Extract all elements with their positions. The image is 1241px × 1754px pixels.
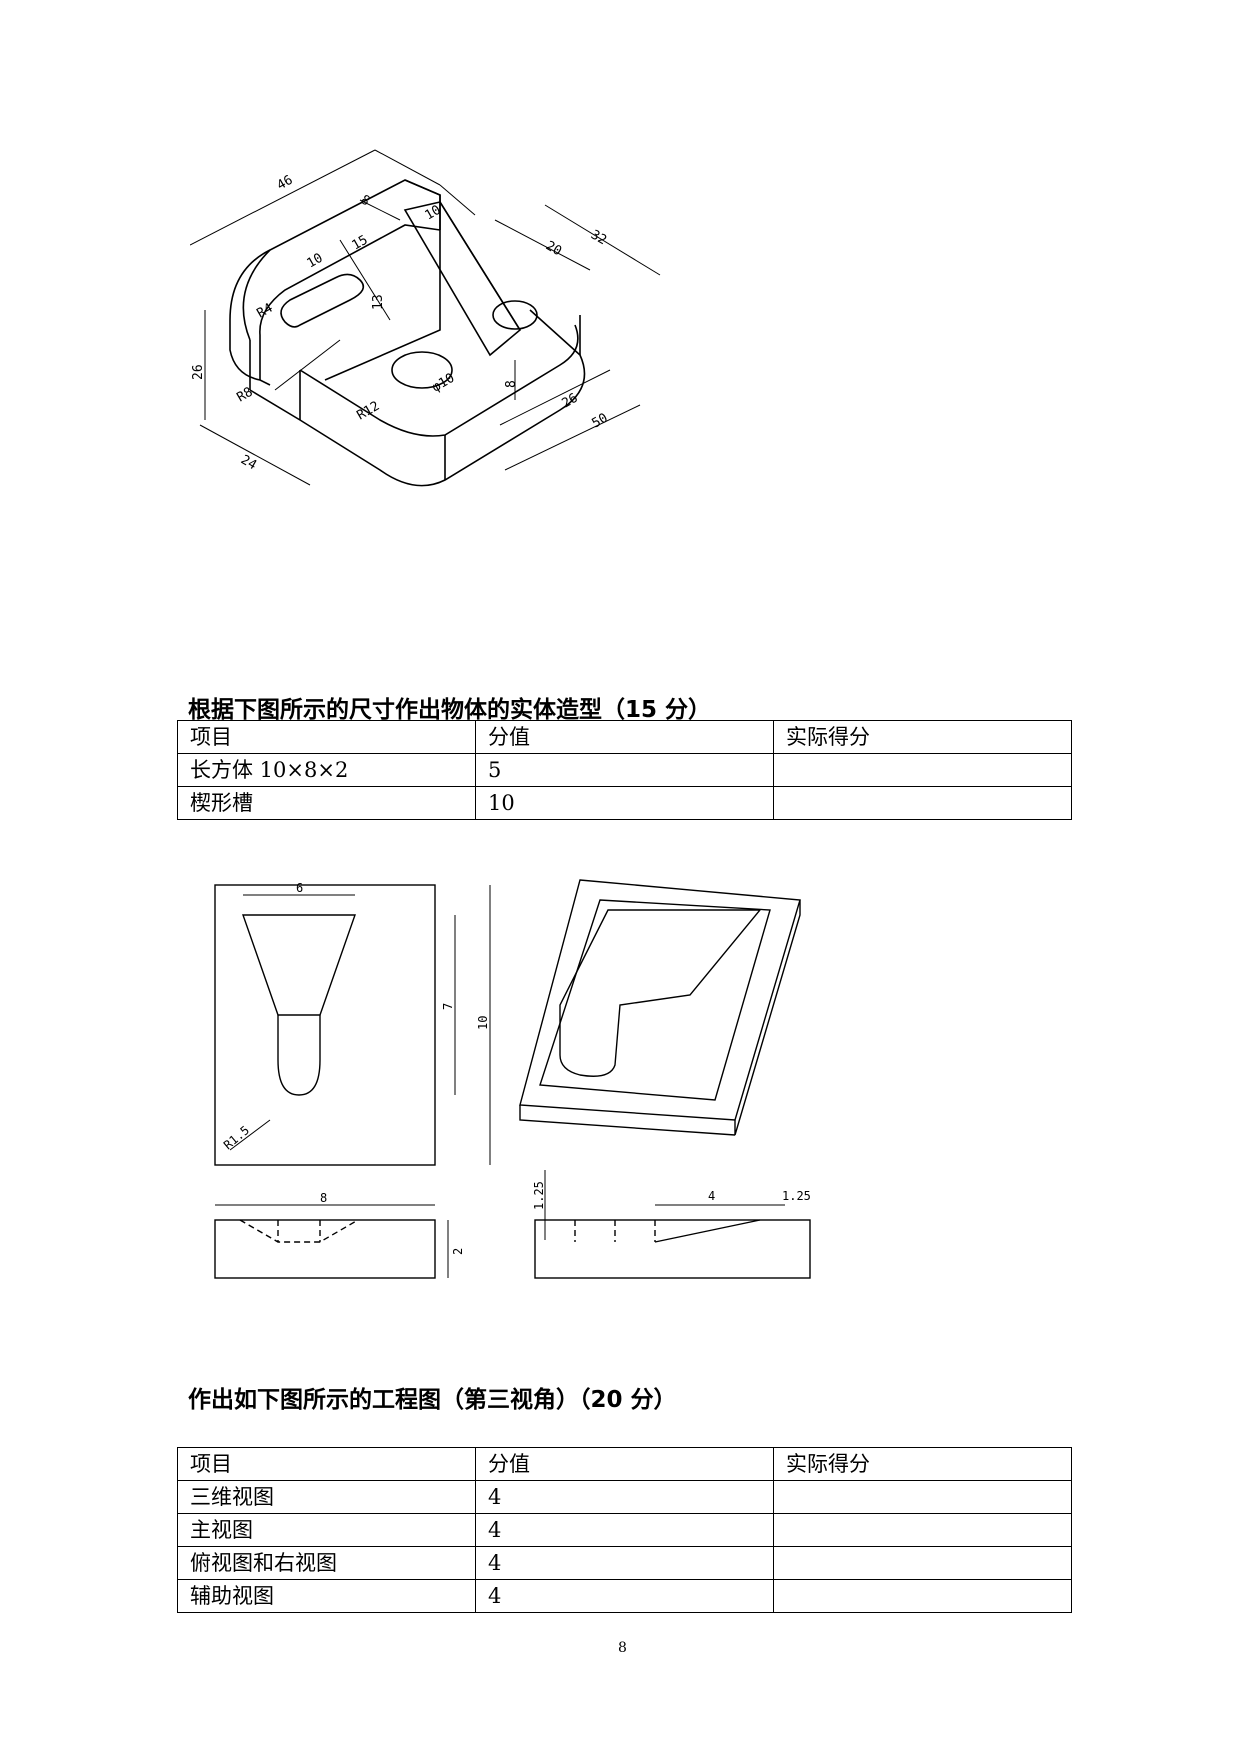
table-header-row: 项目 分值 实际得分: [177, 1447, 1072, 1481]
table-cell: 辅助视图: [177, 1579, 476, 1613]
dim-label: 26: [560, 391, 581, 412]
dim-label: 50: [590, 411, 611, 432]
table-row: 俯视图和右视图 4: [177, 1546, 1072, 1580]
section1-score-table: 项目 分值 实际得分 长方体 10×8×2 5 楔形槽 10: [177, 720, 1072, 820]
dim-label: 8: [320, 1191, 327, 1205]
table-cell: 4: [475, 1480, 774, 1514]
table-cell: 三维视图: [177, 1480, 476, 1514]
dim-label: 13: [371, 294, 386, 310]
table-cell: [773, 786, 1072, 820]
table-row: 主视图 4: [177, 1513, 1072, 1547]
dim-label: 8: [504, 380, 519, 388]
dim-label: φ10: [430, 371, 458, 396]
dim-label: 4: [708, 1189, 715, 1203]
table-cell: [773, 753, 1072, 787]
dim-label: 24: [238, 452, 259, 473]
section2-heading: 作出如下图所示的工程图（第三视角）（20 分）: [188, 1387, 677, 1413]
dim-label: 15: [350, 233, 371, 254]
table-cell: [773, 1480, 1072, 1514]
section1-heading: 根据下图所示的尺寸作出物体的实体造型（15 分）: [188, 697, 712, 723]
dim-label: R1.5: [221, 1123, 252, 1152]
table-row: 辅助视图 4: [177, 1579, 1072, 1613]
dim-label: 1.25: [532, 1181, 546, 1210]
dim-label: 6: [296, 881, 303, 895]
dim-label: R8: [235, 385, 256, 406]
table-cell: [773, 1546, 1072, 1580]
table-cell: 楔形槽: [177, 786, 476, 820]
table-cell: 4: [475, 1546, 774, 1580]
dim-label: 20: [543, 238, 564, 259]
page-number: 8: [618, 1640, 627, 1656]
table-cell: 10: [475, 786, 774, 820]
table-cell: 4: [475, 1513, 774, 1547]
col-header: 项目: [177, 1447, 476, 1481]
table-header-row: 项目 分值 实际得分: [177, 720, 1072, 754]
col-header: 实际得分: [773, 720, 1072, 754]
table-cell: [773, 1513, 1072, 1547]
col-header: 实际得分: [773, 1447, 1072, 1481]
dim-label: 8: [358, 192, 372, 209]
section2-score-table: 项目 分值 实际得分 三维视图 4 主视图 4 俯视图和右视图 4 辅助视图 4: [177, 1447, 1072, 1613]
col-header: 分值: [475, 720, 774, 754]
dim-label: 1.25: [782, 1189, 811, 1203]
wedge-slot-drawing: 6 7 10 R1.5 8 2 1.25 4 1.25: [214, 879, 811, 1279]
dim-label: 32: [588, 227, 609, 248]
dim-label: 46: [275, 173, 296, 194]
table-cell: 主视图: [177, 1513, 476, 1547]
dim-label: 26: [191, 364, 206, 380]
table-row: 三维视图 4: [177, 1480, 1072, 1514]
isometric-bracket-drawing: 46 8 10 20 32 10 15 R4 13 26 R8 24 R12 φ…: [190, 149, 661, 487]
table-cell: [773, 1579, 1072, 1613]
table-cell: 长方体 10×8×2: [177, 753, 476, 787]
col-header: 分值: [475, 1447, 774, 1481]
dim-label: R4: [255, 301, 276, 322]
table-cell: 俯视图和右视图: [177, 1546, 476, 1580]
dim-label: 7: [441, 1003, 455, 1010]
col-header: 项目: [177, 720, 476, 754]
dim-label: 2: [451, 1248, 465, 1255]
dim-label: 10: [305, 251, 326, 272]
table-cell: 4: [475, 1579, 774, 1613]
dim-label: 10: [476, 1016, 490, 1030]
table-row: 楔形槽 10: [177, 786, 1072, 820]
table-row: 长方体 10×8×2 5: [177, 753, 1072, 787]
table-cell: 5: [475, 753, 774, 787]
dim-label: 10: [423, 203, 444, 224]
